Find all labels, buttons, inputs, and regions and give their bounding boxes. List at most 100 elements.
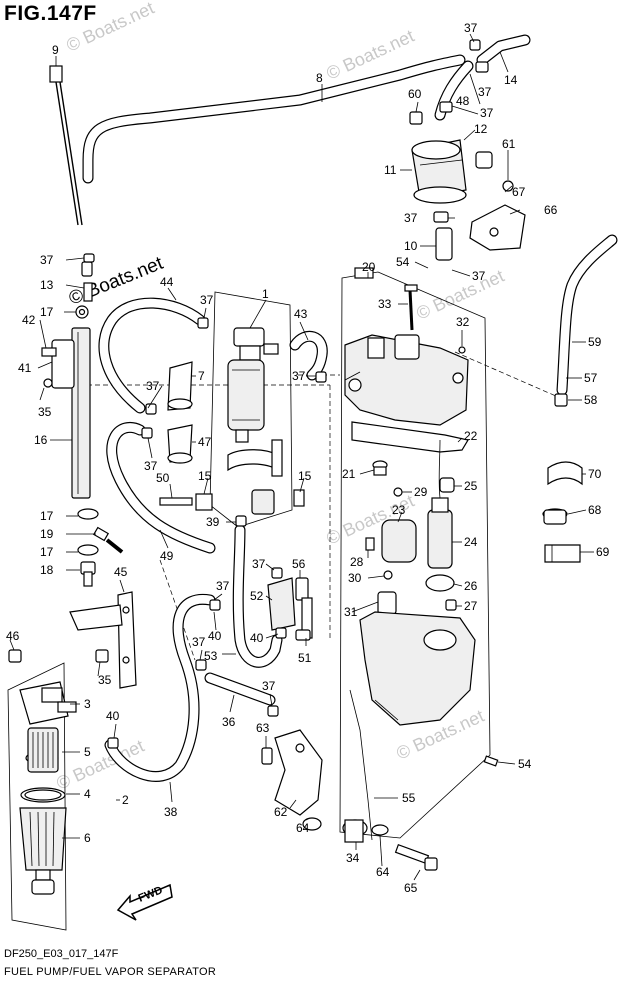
callout-43: 43 (294, 307, 308, 321)
callout-56: 56 (292, 557, 306, 571)
callout-37: 37 (472, 269, 486, 283)
callout-35: 35 (98, 673, 112, 687)
callout-34: 34 (346, 851, 360, 865)
callout-23: 23 (392, 503, 406, 517)
callout-64: 64 (376, 865, 390, 879)
diagram-code: DF250_E03_017_147F (4, 948, 119, 960)
callout-17: 17 (40, 545, 54, 559)
callout-7: 7 (198, 369, 205, 383)
callout-38: 38 (164, 805, 178, 819)
callout-58: 58 (584, 393, 598, 407)
right-loose-parts (542, 393, 583, 563)
bracket-45 (69, 591, 137, 689)
callout-32: 32 (456, 315, 470, 329)
callout-27: 27 (464, 599, 478, 613)
callout-64: 64 (296, 821, 310, 835)
callout-33: 33 (378, 297, 392, 311)
callout-66: 66 (544, 203, 558, 217)
callout-47: 47 (198, 435, 212, 449)
callout-70: 70 (588, 467, 602, 481)
callout-17: 17 (40, 509, 54, 523)
callout-60: 60 (408, 87, 422, 101)
callout-numbers: 9 8 37 14 37 48 37 60 12 61 11 67 66 37 … (6, 21, 610, 895)
callout-40: 40 (106, 709, 120, 723)
left-hardware (8, 261, 124, 663)
callout-54: 54 (518, 757, 532, 771)
bolt-50 (159, 497, 193, 506)
callout-40: 40 (208, 629, 222, 643)
vapor-filter-group (409, 39, 526, 251)
fuel-filter-assembly (19, 681, 77, 895)
hoses (82, 34, 618, 782)
cable-tie-9 (49, 65, 83, 226)
callout-37: 37 (478, 85, 492, 99)
callout-39: 39 (206, 515, 220, 529)
callout-68: 68 (588, 503, 602, 517)
callout-40: 40 (250, 631, 264, 645)
callout-37: 37 (480, 106, 494, 120)
callout-28: 28 (350, 555, 364, 569)
leader-lines (9, 33, 594, 881)
fuel-pump-group (167, 327, 305, 515)
callout-50: 50 (156, 471, 170, 485)
callout-6: 6 (84, 831, 91, 845)
callout-62: 62 (274, 805, 288, 819)
callout-48: 48 (456, 94, 470, 108)
fwd-arrow: FWD (116, 883, 173, 921)
callout-37: 37 (192, 635, 206, 649)
callout-37: 37 (146, 379, 160, 393)
callout-42: 42 (22, 313, 36, 327)
callout-26: 26 (464, 579, 478, 593)
callout-1: 1 (262, 287, 269, 301)
callout-37: 37 (200, 293, 214, 307)
callout-37: 37 (404, 211, 418, 225)
callout-37: 37 (216, 579, 230, 593)
callout-51: 51 (298, 651, 312, 665)
callout-37: 37 (292, 369, 306, 383)
callout-4: 4 (84, 787, 91, 801)
callout-22: 22 (464, 429, 478, 443)
callout-52: 52 (250, 589, 264, 603)
bracket-16 (41, 305, 91, 499)
callout-67: 67 (512, 185, 526, 199)
callout-10: 10 (404, 239, 418, 253)
callout-49: 49 (160, 549, 174, 563)
bottom-brackets (261, 729, 438, 871)
vapor-separator-assembly (344, 267, 499, 841)
callout-15: 15 (198, 469, 212, 483)
callout-37: 37 (464, 21, 478, 35)
callout-24: 24 (464, 535, 478, 549)
callout-21: 21 (342, 467, 356, 481)
fuel-pump-group-box (209, 291, 293, 528)
callout-25: 25 (464, 479, 478, 493)
callout-36: 36 (222, 715, 236, 729)
callout-15: 15 (298, 469, 312, 483)
callout-5: 5 (84, 745, 91, 759)
callout-37: 37 (144, 459, 158, 473)
callout-13: 13 (40, 278, 54, 292)
callout-31: 31 (344, 605, 358, 619)
callout-63: 63 (256, 721, 270, 735)
callout-41: 41 (18, 361, 32, 375)
callout-17: 17 (40, 305, 54, 319)
callout-16: 16 (34, 433, 48, 447)
callout-8: 8 (316, 71, 323, 85)
callout-54: 54 (396, 255, 410, 269)
callout-19: 19 (40, 527, 54, 541)
callout-2: 2 (122, 793, 129, 807)
callout-37: 37 (262, 679, 276, 693)
callout-3: 3 (84, 697, 91, 711)
callout-9: 9 (52, 43, 59, 57)
callout-37: 37 (252, 557, 266, 571)
vapor-separator-group-box (339, 271, 491, 839)
callout-55: 55 (402, 791, 416, 805)
callout-61: 61 (502, 137, 516, 151)
callout-20: 20 (362, 260, 376, 274)
callout-46: 46 (6, 629, 20, 643)
hose-10 (435, 227, 453, 261)
fuel-filter-group-box (7, 662, 67, 931)
callout-29: 29 (414, 485, 428, 499)
callout-37: 37 (40, 253, 54, 267)
